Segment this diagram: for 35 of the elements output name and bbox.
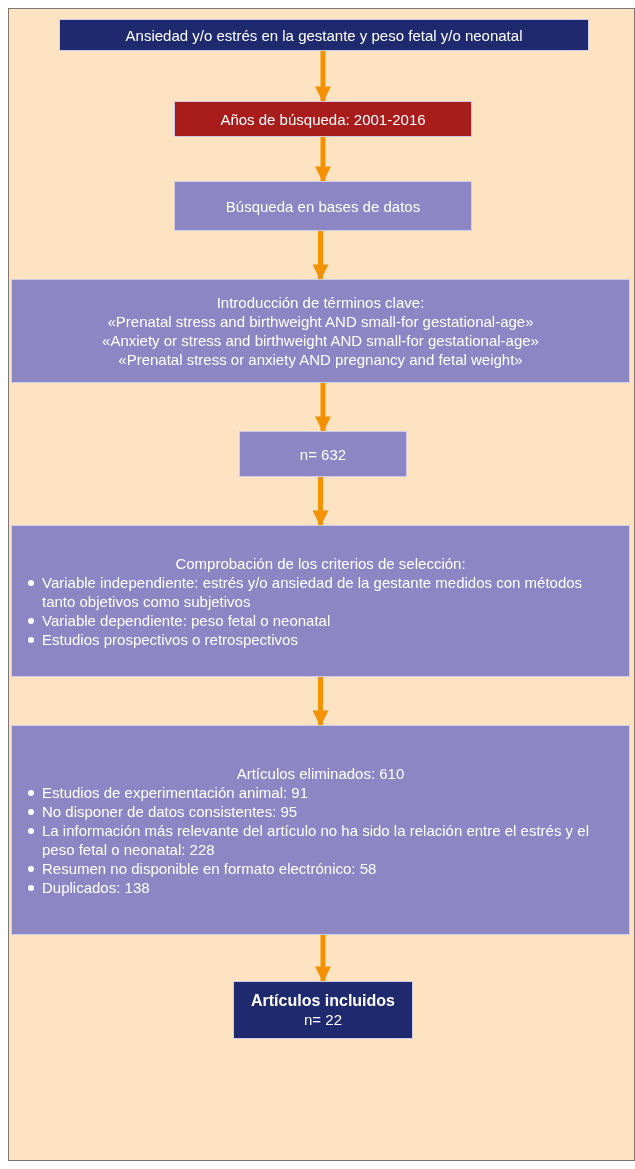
list-item: Variable independiente: estrés y/o ansiedad de la gestante medidos con métodos tanto objetivos como subjetivos — [42, 572, 584, 611]
list-item: La información más relevante del artículo no ha sido la relación entre el estrés y el peso fetal o neonatal: 228 — [42, 820, 590, 859]
box-heading: Artículos incluidos — [250, 991, 396, 1010]
process-box — [239, 431, 407, 477]
arrow — [315, 383, 331, 433]
arrow — [312, 677, 329, 727]
box-heading: Introducción de términos clave: — [215, 293, 426, 312]
box-text: Búsqueda en bases de datos — [224, 196, 422, 216]
box-text: Ansiedad y/o estrés en la gestante y peso fetal y/o neonatal — [124, 25, 524, 45]
box-text: «Prenatal stress or anxiety AND pregnancy and fetal weight» — [117, 350, 524, 369]
process-box — [174, 181, 472, 231]
list-item: Estudios de experimentación animal: 91 — [42, 782, 308, 802]
box-text: «Prenatal stress and birthweight AND small-for gestational-age» — [106, 312, 535, 331]
list-item: Estudios prospectivos o retrospectivos — [42, 629, 298, 649]
arrow — [312, 477, 329, 527]
list-item: Duplicados: 138 — [42, 877, 150, 897]
arrow — [312, 231, 329, 281]
box-heading: Comprobación de los criterios de selección: — [174, 553, 467, 573]
process-box — [233, 981, 413, 1039]
box-text: n= 632 — [298, 444, 348, 464]
arrow — [315, 935, 331, 983]
box-text: Años de búsqueda: 2001-2016 — [219, 109, 427, 129]
process-box — [59, 19, 589, 51]
box-heading: Artículos eliminados: 610 — [235, 763, 406, 783]
list-item: Resumen no disponible en formato electrónico: 58 — [42, 858, 377, 878]
box-text: «Anxiety or stress and birthweight AND small-for gestational-age» — [101, 331, 540, 350]
box-text: n= 22 — [303, 1010, 343, 1029]
arrow — [315, 51, 331, 103]
process-box — [174, 101, 472, 137]
process-box — [11, 725, 630, 935]
arrow — [315, 137, 331, 183]
list-item: Variable dependiente: peso fetal o neonatal — [42, 610, 331, 630]
list-item: No disponer de datos consistentes: 95 — [42, 801, 298, 821]
process-box — [11, 279, 630, 383]
process-box — [11, 525, 630, 677]
